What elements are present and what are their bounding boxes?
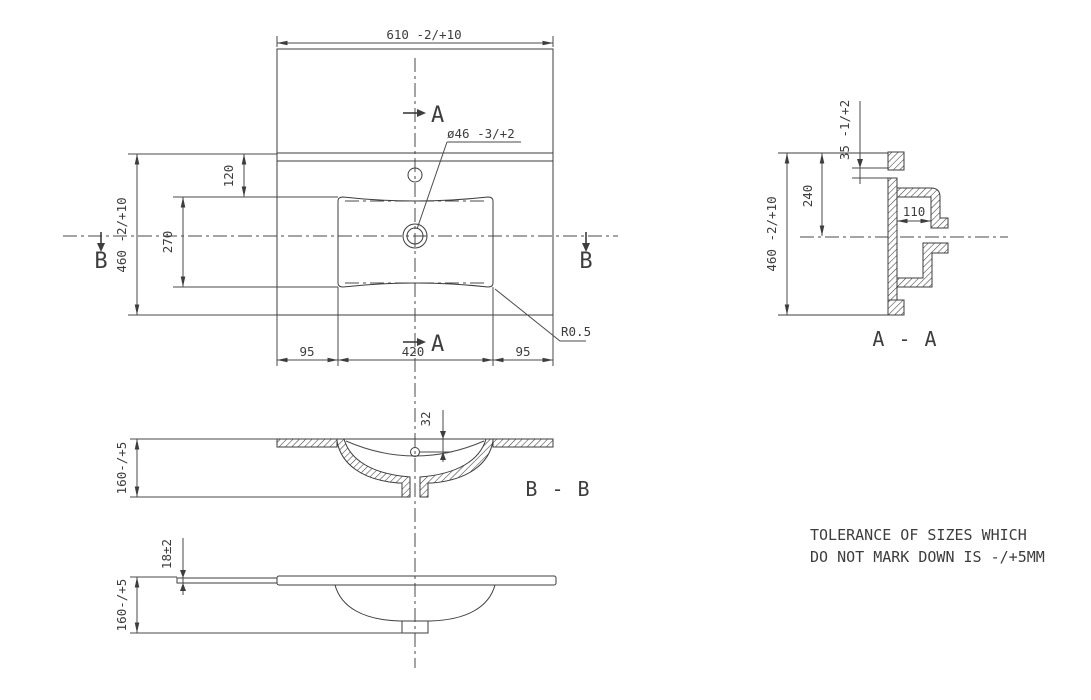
- aa-slab-wall: [887, 177, 898, 316]
- dim-arrow: [440, 452, 446, 460]
- aa-lower-hook: [896, 242, 949, 288]
- dim-arrow: [857, 159, 863, 168]
- dim-arrow: [440, 431, 446, 439]
- faucet-hole-callout: ø46 -3/+2: [416, 126, 521, 230]
- drain-hole-inner: [406, 227, 424, 245]
- front-slab: [276, 575, 557, 586]
- front-view: 18±2 160-/+5: [114, 538, 557, 634]
- tolerance-note-line-2: DO NOT MARK DOWN IS -/+5MM: [810, 548, 1045, 566]
- section-bb-view: 32 160-/+5 B - B: [114, 410, 590, 501]
- section-arrow-icon: [417, 338, 426, 346]
- drain-hole-outer: [402, 223, 428, 249]
- section-bb-title: B - B: [525, 477, 590, 501]
- section-letter-b: B: [579, 249, 592, 274]
- bb-bowl-shell-right: [419, 438, 494, 498]
- plan-view: 610 -2/+10 460 -2/+10 120 270 95 420 95 …: [94, 27, 593, 366]
- bb-slab-band-left: [276, 438, 338, 448]
- section-arrow-icon: [417, 109, 426, 117]
- section-aa-title: A - A: [872, 327, 937, 351]
- corner-radius-callout: R0.5: [494, 288, 591, 342]
- bb-slab-band-right: [492, 438, 554, 448]
- aa-upper-hook: [896, 187, 949, 229]
- section-marker-b-left: B: [94, 232, 108, 274]
- dim-label-radius: R0.5: [561, 324, 591, 339]
- aa-rim-block: [887, 151, 905, 171]
- dim-label-420: 420: [402, 344, 425, 359]
- plan-basin-outline: [337, 196, 494, 288]
- section-arrow-icon: [582, 243, 590, 252]
- dim-label-460: 460 -2/+10: [764, 196, 779, 271]
- front-back-ledge: [176, 577, 278, 584]
- dim-label-460: 460 -2/+10: [114, 197, 129, 272]
- section-marker-a-top: A: [403, 103, 444, 128]
- aa-cut-profile: [887, 151, 949, 316]
- dim-label-18: 18±2: [159, 539, 174, 569]
- bb-bowl-shell-left: [336, 438, 411, 498]
- bb-far-wall-arc: [345, 440, 485, 457]
- dim-label-270: 270: [160, 231, 175, 254]
- dim-label-35: 35 -1/+2: [837, 100, 852, 160]
- dim-label-610: 610 -2/+10: [386, 27, 461, 42]
- dim-label-240: 240: [800, 185, 815, 208]
- dim-label-95-right: 95: [515, 344, 530, 359]
- section-marker-a-bottom: A: [403, 332, 444, 357]
- leader-line: [494, 288, 586, 342]
- dim-label-32: 32: [418, 411, 433, 426]
- aa-bottom-block: [887, 299, 905, 316]
- dim-label-110: 110: [903, 204, 926, 219]
- section-marker-b-right: B: [579, 232, 593, 274]
- section-aa-view: 460 -2/+10 240 35 -1/+2 110 A - A: [764, 100, 949, 351]
- dim-arrow: [180, 570, 186, 578]
- dim-label-160: 160-/+5: [114, 442, 129, 495]
- section-letter-b: B: [94, 249, 107, 274]
- plan-outer-outline: [276, 48, 554, 316]
- dim-arrow: [180, 583, 186, 591]
- section-letter-a: A: [431, 332, 444, 357]
- dim-label-hole: ø46 -3/+2: [447, 126, 515, 141]
- dim-label-120: 120: [221, 165, 236, 188]
- leader-line: [416, 141, 448, 230]
- tolerance-note: TOLERANCE OF SIZES WHICH DO NOT MARK DOW…: [810, 526, 1045, 566]
- faucet-hole: [407, 167, 423, 183]
- tolerance-note-line-1: TOLERANCE OF SIZES WHICH: [810, 526, 1027, 544]
- section-letter-a: A: [431, 103, 444, 128]
- section-arrow-icon: [97, 243, 105, 252]
- dim-label-160: 160-/+5: [114, 579, 129, 632]
- front-bowl-outline: [334, 584, 496, 634]
- dim-label-95-left: 95: [299, 344, 314, 359]
